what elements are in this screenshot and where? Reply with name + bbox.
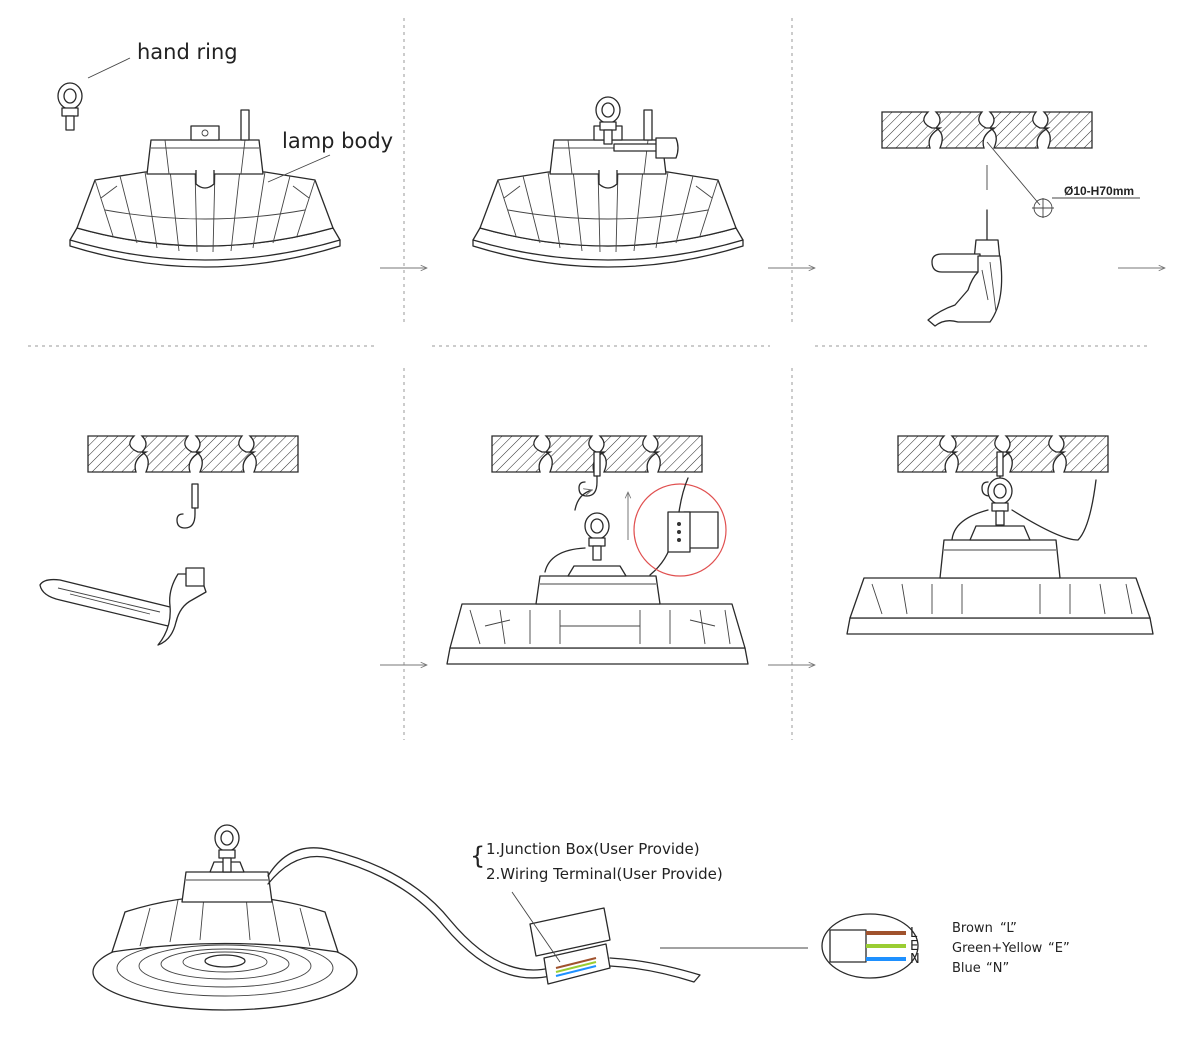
- brace-glyph: {: [470, 842, 485, 870]
- lamp-body-icon: [846, 525, 1154, 635]
- wire-name-brown: Brown: [952, 921, 993, 936]
- hook-icon: [176, 483, 199, 529]
- wiring-terminal-label: 2.Wiring Terminal(User Provide): [486, 865, 723, 883]
- lamp-body-icon: [446, 565, 749, 665]
- wire-end-icon: L E N: [821, 913, 920, 979]
- wire-code-blue: “N”: [986, 961, 1009, 976]
- drill-icon: [927, 209, 1003, 327]
- eye-bolt-icon: [584, 512, 610, 561]
- hand-ring-label: hand ring: [137, 40, 238, 64]
- panel-4-hook: [39, 435, 299, 646]
- lamp-body-label: lamp body: [282, 129, 393, 153]
- drill-spec-label: Ø10-H70mm: [1064, 184, 1134, 198]
- wire-code-brown: “L”: [1000, 921, 1017, 936]
- wiring-diagram: { 1.Junction Box(User Provide) 2.Wiring …: [92, 824, 1070, 1011]
- highlight-circle: [633, 483, 727, 577]
- eye-bolt-icon: [987, 477, 1013, 526]
- wire-name-green-yellow: Green+Yellow: [952, 941, 1043, 956]
- wire-legend: Brown “L” Green+Yellow “E” Blue “N”: [952, 921, 1070, 976]
- wire-name-blue: Blue: [952, 961, 981, 976]
- wire-letter-l: L: [910, 926, 918, 941]
- step-arrows: [380, 268, 1165, 665]
- wire-letter-e: E: [910, 939, 918, 954]
- wire-code-green-yellow: “E”: [1048, 941, 1070, 956]
- panel-5-hang: [446, 435, 749, 665]
- junction-labels: { 1.Junction Box(User Provide) 2.Wiring …: [470, 840, 723, 883]
- wrench-icon: [613, 137, 679, 159]
- ceiling-hatch-icon: [87, 435, 299, 473]
- junction-box-icon: [667, 511, 719, 553]
- hammer-icon: [39, 567, 207, 646]
- panel-1-parts: hand ring lamp body: [57, 40, 393, 268]
- lamp-body-icon: [92, 861, 358, 1011]
- eye-bolt-icon: [57, 82, 83, 131]
- wire-letter-n: N: [910, 952, 920, 967]
- panel-separators: [28, 18, 1150, 740]
- panel-2-mount-ring: [472, 96, 744, 268]
- panel-3-drill: Ø10-H70mm: [881, 111, 1140, 327]
- panel-6-installed: [846, 435, 1154, 635]
- junction-box-label: 1.Junction Box(User Provide): [486, 840, 700, 858]
- junction-box-icon: [529, 907, 611, 985]
